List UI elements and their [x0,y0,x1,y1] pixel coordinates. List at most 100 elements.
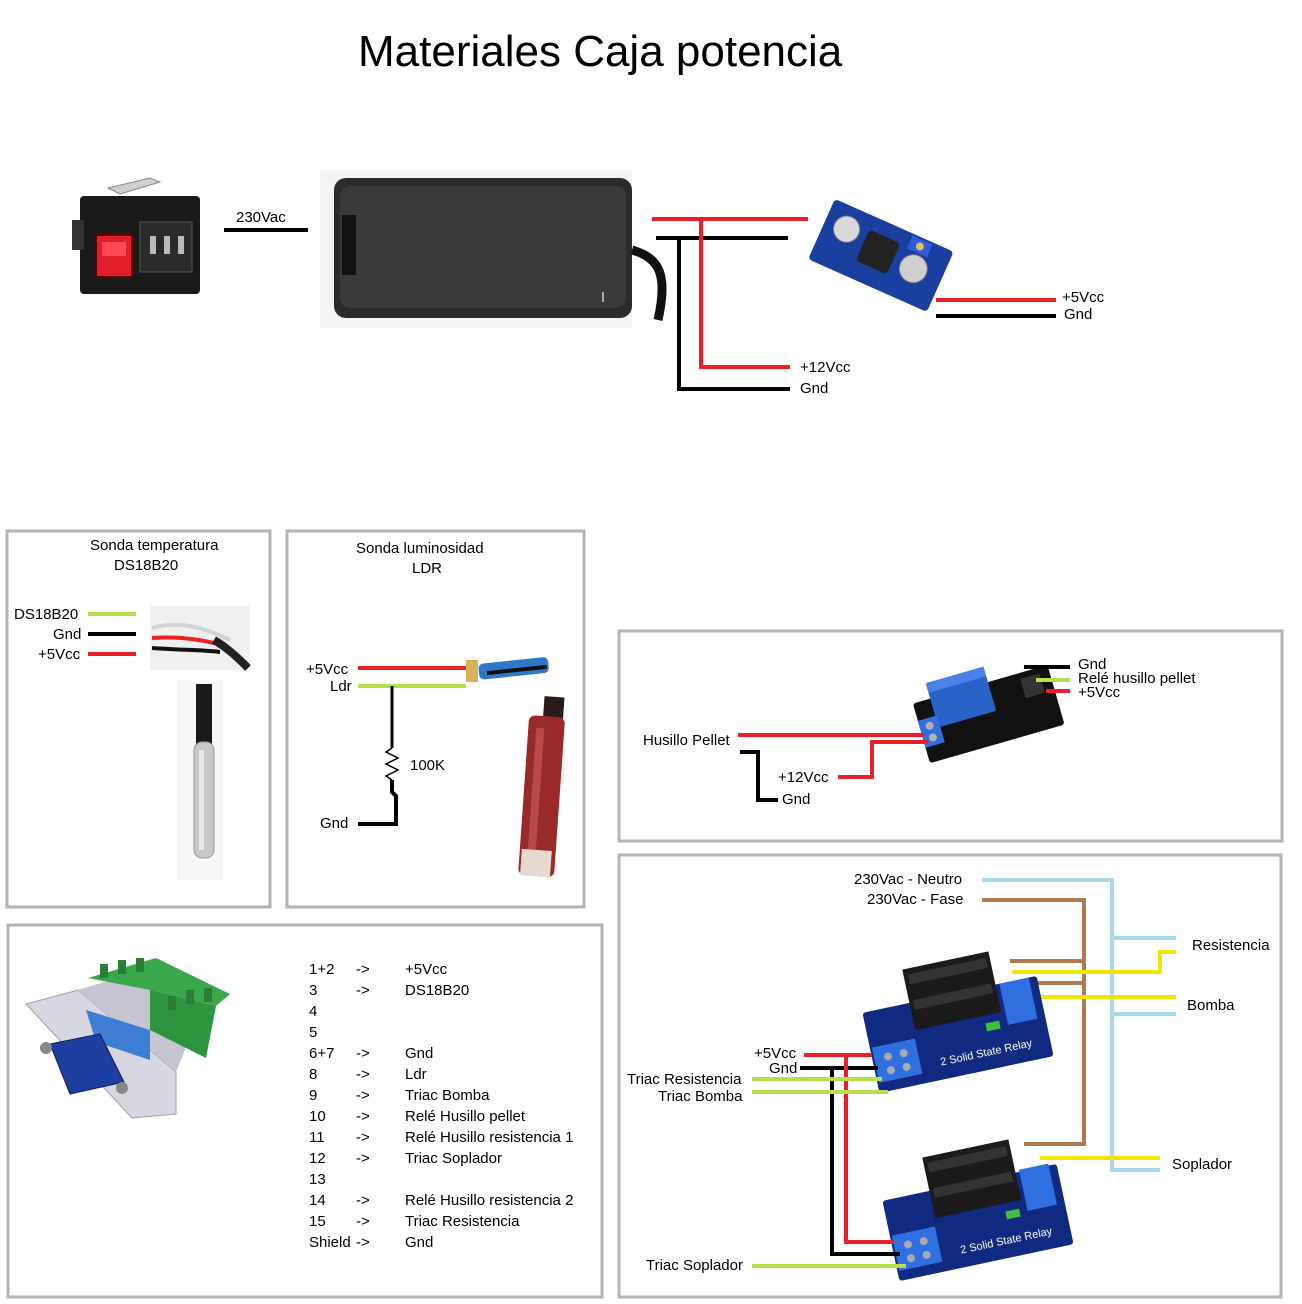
svg-text:->: -> [356,961,370,978]
label-12v-gnd: Gnd [800,380,828,397]
relay-module [913,665,1064,763]
out-resistencia-label: Resistencia [1192,937,1270,954]
svg-text:9: 9 [309,1087,317,1104]
svg-text:10: 10 [309,1108,326,1125]
pinout-row: Shield -> Gnd [309,1234,433,1251]
svg-text:11: 11 [309,1129,325,1146]
triac-resistencia-label: Triac Resistencia [627,1071,742,1088]
temp-pin-gnd-label: Gnd [53,626,81,643]
label-5v-gnd: Gnd [1064,306,1092,323]
ssr-module-soplador: 2 Solid State Relay [882,1139,1074,1281]
pinout-row: 6+7 -> Gnd [309,1045,433,1062]
temp-probe-box [5,529,272,909]
ds18b20-cable-image [150,606,251,671]
svg-text:->: -> [356,982,370,999]
ldr-probe-image [518,696,565,877]
relay-12vcc-label: +12Vcc [778,769,829,786]
svg-text:->: -> [356,1045,370,1062]
svg-text:Relé Husillo pellet: Relé Husillo pellet [405,1108,526,1125]
ldr-gnd-label: Gnd [320,815,348,832]
svg-text:->: -> [356,1192,370,1209]
pinout-row: 15 -> Triac Resistencia [309,1213,520,1230]
vga-pinout-box [6,923,604,1299]
pinout-row: 3 -> DS18B20 [309,982,469,999]
ssr-gnd-label: Gnd [769,1060,797,1077]
svg-text:14: 14 [309,1192,326,1209]
svg-text:Gnd: Gnd [405,1234,433,1251]
pinout-row: 12 -> Triac Soplador [309,1150,502,1167]
svg-text:1+2: 1+2 [309,961,334,978]
pinout-row: 4 [309,1003,317,1020]
svg-text:->: -> [356,1150,370,1167]
vga-pinout-table: 1+2 -> +5Vcc 3 -> DS18B20 4 5 6+7 -> Gnd… [309,961,573,1251]
ldr-signal-label: Ldr [330,678,352,695]
out-bomba-label: Bomba [1187,997,1235,1014]
svg-text:4: 4 [309,1003,317,1020]
svg-text:13: 13 [309,1171,326,1188]
triac-soplador-label: Triac Soplador [646,1257,743,1274]
pinout-row: 13 [309,1171,326,1188]
svg-text:+5Vcc: +5Vcc [405,961,448,978]
buck-converter-module [809,200,953,311]
pinout-row: 5 [309,1024,317,1041]
svg-text:15: 15 [309,1213,326,1230]
ldr-cable-image [466,657,549,682]
svg-text:Gnd: Gnd [405,1045,433,1062]
svg-text:Ldr: Ldr [405,1066,427,1083]
svg-text:Shield: Shield [309,1234,351,1251]
svg-text:6+7: 6+7 [309,1045,334,1062]
svg-text:Triac Soplador: Triac Soplador [405,1150,502,1167]
svg-text:DS18B20: DS18B20 [405,982,469,999]
svg-text:->: -> [356,1234,370,1251]
label-12vcc: +12Vcc [800,359,851,376]
light-probe-model: LDR [412,560,442,577]
svg-text:5: 5 [309,1024,317,1041]
svg-text:3: 3 [309,982,317,999]
vga-terminal-block-image [25,958,230,1119]
resistor-value-label: 100K [410,757,445,774]
relay-pin-vcc-label: +5Vcc [1078,684,1121,701]
svg-text:Relé Husillo resistencia 1: Relé Husillo resistencia 1 [405,1129,573,1146]
temp-probe-model: DS18B20 [114,557,178,574]
svg-text:8: 8 [309,1066,317,1083]
light-probe-box [285,529,586,909]
svg-text:Triac Resistencia: Triac Resistencia [405,1213,520,1230]
light-probe-title: Sonda luminosidad [356,540,484,557]
ldr-vcc-label: +5Vcc [306,661,349,678]
power-adapter [320,170,667,328]
fase-label: 230Vac - Fase [867,891,963,908]
temp-pin-vcc-label: +5Vcc [38,646,81,663]
neutro-label: 230Vac - Neutro [854,871,962,888]
svg-text:->: -> [356,1129,370,1146]
ssr-module-dual: 2 Solid State Relay [862,951,1054,1093]
resistor-symbol [384,747,400,781]
iec-power-inlet [72,177,200,294]
label-5vcc-out: +5Vcc [1062,289,1105,306]
temp-probe-title: Sonda temperatura [90,537,219,554]
husillo-pellet-label: Husillo Pellet [643,732,731,749]
label-230vac: 230Vac [236,209,286,226]
pinout-row: 14 -> Relé Husillo resistencia 2 [309,1192,573,1209]
relay-box [617,629,1284,843]
ds18b20-probe-image [177,680,223,880]
svg-text:12: 12 [309,1150,326,1167]
out-soplador-label: Soplador [1172,1156,1232,1173]
svg-text:->: -> [356,1087,370,1104]
svg-text:Relé Husillo resistencia 2: Relé Husillo resistencia 2 [405,1192,573,1209]
svg-text:Triac Bomba: Triac Bomba [405,1087,490,1104]
pinout-row: 8 -> Ldr [309,1066,427,1083]
relay-pin-signal-label: Relé husillo pellet [1078,670,1196,687]
pinout-row: 1+2 -> +5Vcc [309,961,448,978]
pinout-row: 11 -> Relé Husillo resistencia 1 [309,1129,573,1146]
pinout-row: 9 -> Triac Bomba [309,1087,490,1104]
triac-bomba-label: Triac Bomba [658,1088,743,1105]
ssr-vcc-label: +5Vcc [754,1045,797,1062]
relay-gnd-label: Gnd [782,791,810,808]
ssr-box [617,853,1283,1299]
pinout-row: 10 -> Relé Husillo pellet [309,1108,526,1125]
svg-text:->: -> [356,1213,370,1230]
relay-pin-gnd-label: Gnd [1078,656,1106,673]
temp-pin-data-label: DS18B20 [14,606,78,623]
svg-text:->: -> [356,1066,370,1083]
